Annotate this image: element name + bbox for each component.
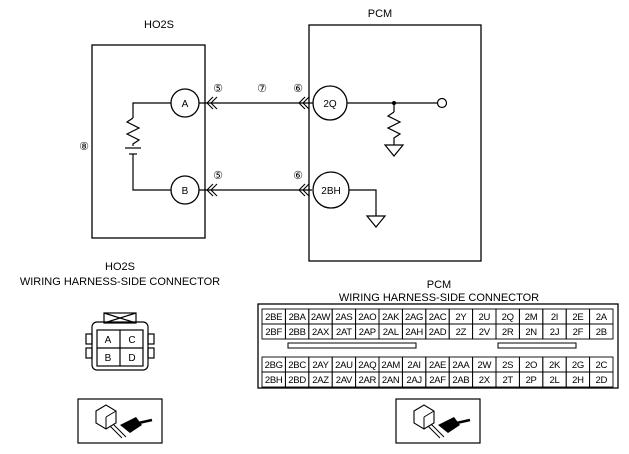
sensor-element bbox=[125, 102, 171, 191]
callout-connector-a-pcm: ⑥ bbox=[293, 83, 303, 95]
pcm-pin-label: 2BA bbox=[289, 312, 307, 323]
connector-view-arrow-icon bbox=[395, 398, 481, 444]
pcm-pin-label: 2R bbox=[502, 327, 514, 338]
pcm-pin-label: 2L bbox=[550, 375, 560, 386]
callout-harness: ⑦ bbox=[257, 83, 267, 95]
pcm-terminal-2bh-label: 2BH bbox=[321, 186, 340, 197]
pcm-internal-2bh bbox=[349, 189, 387, 228]
pcm-pin-label: 2AF bbox=[429, 375, 446, 386]
pcm-pin-label: 2AG bbox=[405, 312, 423, 323]
terminal-a-label: A bbox=[182, 99, 189, 110]
pcm-pin-label: 2BC bbox=[288, 360, 306, 371]
pcm-latch-left bbox=[287, 342, 417, 349]
pcm-pin-label: 2AA bbox=[452, 360, 470, 371]
pcm-pin-label: 2BF bbox=[265, 327, 282, 338]
pcm-pin-label: 2Y bbox=[455, 312, 467, 323]
callout-sensor-body: ⑧ bbox=[79, 141, 89, 153]
pcm-pin-label: 2AH bbox=[405, 327, 423, 338]
pcm-pin-cell bbox=[589, 371, 614, 388]
pcm-pin-label: 2BE bbox=[265, 312, 282, 323]
pcm-pin-label: 2G bbox=[572, 360, 584, 371]
pcm-pin-label: 2AD bbox=[429, 327, 447, 338]
ho2s-connector-face bbox=[85, 312, 155, 371]
pcm-pin-label: 2BH bbox=[265, 375, 283, 386]
pcm-pin-label: 2A bbox=[596, 312, 608, 323]
pcm-pin-label: 2BD bbox=[288, 375, 306, 386]
pcm-pin-label: 2H bbox=[572, 375, 584, 386]
pcm-pin-label: 2AR bbox=[359, 375, 377, 386]
pcm-pin-label: 2V bbox=[479, 327, 491, 338]
terminal-b-label: B bbox=[182, 186, 189, 197]
pcm-pin-label: 2AL bbox=[383, 327, 399, 338]
pcm-connector-title-2: WIRING HARNESS-SIDE CONNECTOR bbox=[339, 292, 539, 304]
pcm-title: PCM bbox=[368, 8, 392, 20]
pcm-pin-label: 2AM bbox=[381, 360, 400, 371]
pcm-connector-frame bbox=[257, 303, 619, 389]
ho2s-pin-b: B bbox=[105, 353, 112, 364]
pcm-pin-label: 2AE bbox=[429, 360, 446, 371]
pcm-pin-label: 2AW bbox=[311, 312, 331, 323]
pcm-pin-label: 2Q bbox=[502, 312, 514, 323]
pcm-pin-label: 2AZ bbox=[312, 375, 329, 386]
ho2s-connector-title-2: WIRING HARNESS-SIDE CONNECTOR bbox=[20, 276, 220, 288]
pcm-latch-right bbox=[497, 342, 577, 349]
pcm-pin-label: 2AT bbox=[336, 327, 352, 338]
pcm-pin-label: 2AV bbox=[336, 375, 353, 386]
ho2s-box bbox=[91, 44, 206, 239]
junction-dot bbox=[392, 101, 396, 105]
pcm-pin-label: 2P bbox=[526, 375, 537, 386]
pcm-connector-title-1: PCM bbox=[427, 279, 451, 291]
pcm-pin-label: 2AQ bbox=[358, 360, 376, 371]
pcm-pin-label: 2U bbox=[479, 312, 491, 323]
pcm-pin-label: 2W bbox=[477, 360, 491, 371]
pcm-pin-label: 2K bbox=[549, 360, 561, 371]
pcm-pin-label: 2J bbox=[550, 327, 560, 338]
pcm-pin-label: 2AU bbox=[335, 360, 353, 371]
pcm-pin-label: 2F bbox=[573, 327, 584, 338]
pcm-pin-label: 2S bbox=[502, 360, 513, 371]
pcm-pin-label: 2AS bbox=[335, 312, 352, 323]
ho2s-pin-a: A bbox=[105, 335, 112, 346]
pcm-pin-label: 2AI bbox=[407, 360, 420, 371]
ho2s-pin-d: D bbox=[128, 353, 135, 364]
pcm-pin-label: 2AJ bbox=[406, 375, 422, 386]
pcm-pin-label: 2T bbox=[502, 375, 513, 386]
pcm-pin-label: 2AB bbox=[452, 375, 469, 386]
pcm-pin-label: 2BB bbox=[289, 327, 306, 338]
pcm-pin-label: 2M bbox=[525, 312, 538, 323]
pcm-terminal-2q-label: 2Q bbox=[323, 99, 337, 110]
pcm-pin-label: 2AO bbox=[358, 312, 376, 323]
pcm-internal-2q bbox=[347, 97, 448, 157]
pcm-pin-cell bbox=[589, 323, 614, 340]
ho2s-pin-c: C bbox=[128, 335, 135, 346]
pcm-pin-label: 2AC bbox=[429, 312, 447, 323]
callout-connector-a-sensor: ⑤ bbox=[213, 83, 223, 95]
pcm-connector-grid: 2BE 2BA 2AW 2AS 2AO 2AK 2AG 2AC 2Y 2U 2Q 2M 2I 2E 2A 2B… bbox=[261, 308, 614, 388]
callout-connector-b-pcm: ⑥ bbox=[293, 170, 303, 182]
pcm-box bbox=[308, 24, 482, 262]
callout-connector-b-sensor: ⑤ bbox=[213, 170, 223, 182]
pcm-pin-label: 2I bbox=[551, 312, 558, 323]
pcm-pin-label: 2O bbox=[525, 360, 537, 371]
ho2s-title: HO2S bbox=[144, 19, 174, 31]
ho2s-connector-title-1: HO2S bbox=[105, 261, 135, 273]
connector-view-arrow-icon bbox=[77, 398, 163, 444]
pcm-pin-label: 2X bbox=[479, 375, 491, 386]
pcm-pin-label: 2BG bbox=[265, 360, 283, 371]
pcm-pin-label: 2AX bbox=[312, 327, 330, 338]
pcm-pin-label: 2N bbox=[525, 327, 537, 338]
pcm-pin-label: 2AY bbox=[312, 360, 329, 371]
pcm-pin-label: 2AP bbox=[359, 327, 376, 338]
pcm-pin-label: 2D bbox=[596, 375, 608, 386]
pcm-pin-label: 2Z bbox=[456, 327, 467, 338]
pcm-pin-label: 2C bbox=[596, 360, 608, 371]
pcm-pin-label: 2E bbox=[572, 312, 583, 323]
pcm-pin-label: 2AN bbox=[382, 375, 400, 386]
pcm-pin-label: 2B bbox=[596, 327, 607, 338]
connector-chevrons bbox=[206, 96, 310, 197]
pcm-pin-label: 2AK bbox=[382, 312, 400, 323]
